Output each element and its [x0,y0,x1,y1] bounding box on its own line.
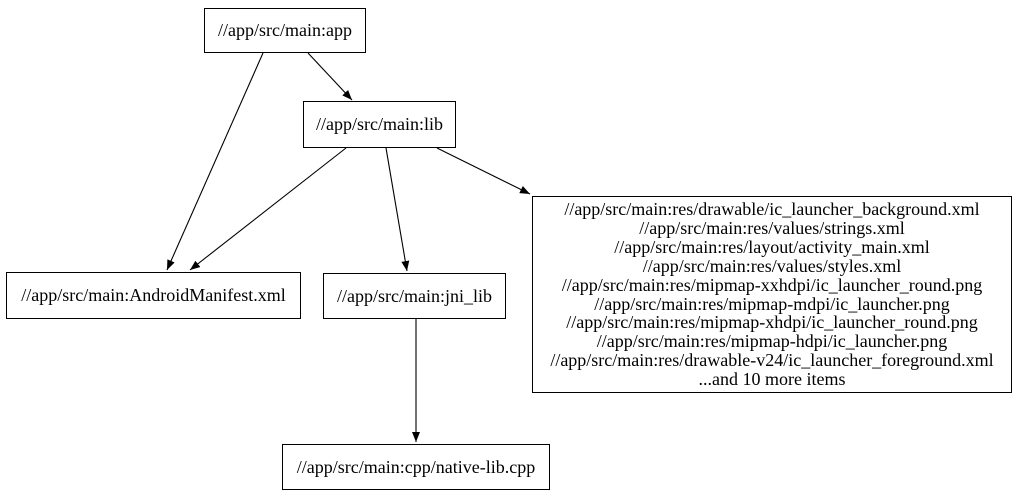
node-lib: //app/src/main:lib [303,101,456,148]
res-file-line: //app/src/main:res/drawable/ic_launcher_… [564,198,980,219]
edge-lib-to-androidmanifest [189,147,347,271]
res-file-line-more: ...and 10 more items [698,369,846,390]
res-file-line: //app/src/main:res/drawable-v24/ic_launc… [550,350,994,371]
node-jnilib-label: //app/src/main:jni_lib [337,285,492,306]
res-file-line: //app/src/main:res/mipmap-xhdpi/ic_launc… [566,312,978,333]
edge-lib-to-resfiles [436,147,531,195]
res-file-line: //app/src/main:res/mipmap-hdpi/ic_launch… [596,331,948,352]
edge-lib-to-jnilib [385,147,410,272]
edge-app-to-androidmanifest [166,52,264,271]
node-nativecpp: //app/src/main:cpp/native-lib.cpp [282,444,550,490]
res-file-line: //app/src/main:res/mipmap-mdpi/ic_launch… [594,293,950,314]
node-lib-label: //app/src/main:lib [316,114,443,134]
edge-app-to-lib [307,52,353,101]
res-file-line: //app/src/main:res/mipmap-xxhdpi/ic_laun… [561,274,983,295]
node-nativecpp-label: //app/src/main:cpp/native-lib.cpp [296,456,536,477]
res-file-line: //app/src/main:res/values/strings.xml [639,217,905,238]
node-jnilib: //app/src/main:jni_lib [323,273,506,319]
node-app: //app/src/main:app [204,8,366,53]
node-androidmanifest: //app/src/main:AndroidManifest.xml [6,272,301,319]
res-file-line: //app/src/main:res/values/styles.xml [642,255,902,276]
res-file-line: //app/src/main:res/layout/activity_main.… [614,236,930,257]
node-resfiles: //app/src/main:res/drawable/ic_launcher_… [532,196,1012,393]
node-androidmanifest-label: //app/src/main:AndroidManifest.xml [21,285,286,305]
node-app-label: //app/src/main:app [218,20,352,40]
